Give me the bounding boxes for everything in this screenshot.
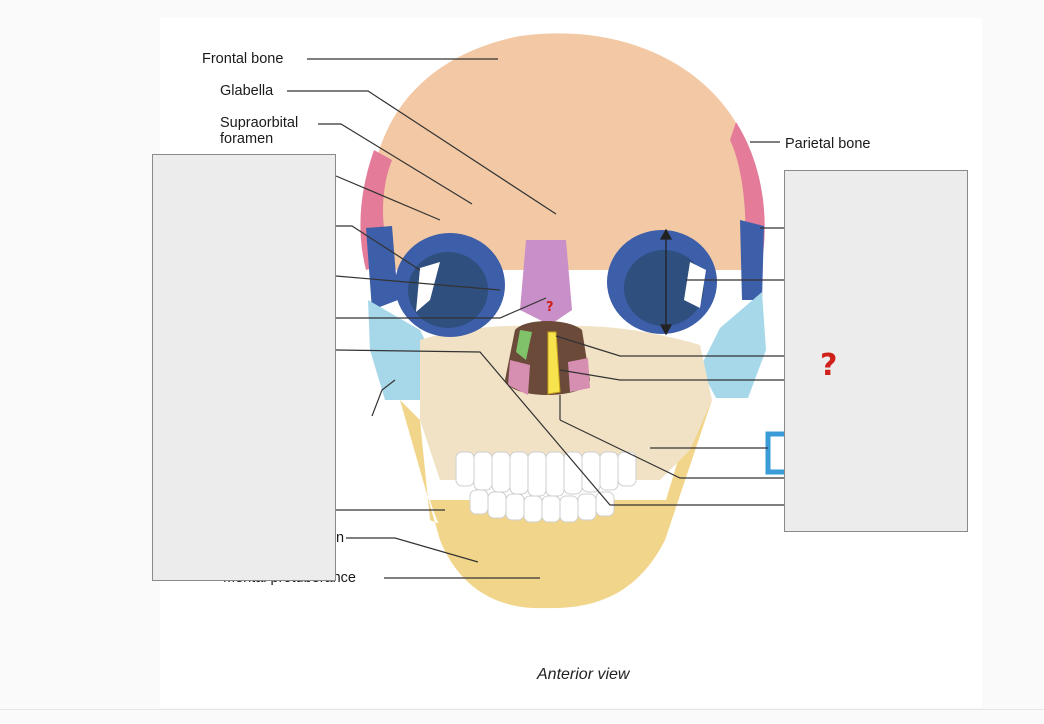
small-question-mark: ? (546, 300, 554, 315)
maxilla-shape (420, 325, 712, 480)
inferior-concha-left (508, 360, 530, 395)
lower-teeth (469, 489, 615, 523)
left-answer-box[interactable] (152, 154, 336, 581)
inferior-concha-right (568, 358, 590, 392)
glabella-label: Glabella (220, 83, 274, 99)
leader-lines (287, 58, 784, 579)
mental-foramen-label: n (336, 530, 345, 546)
large-question-mark: ? (820, 348, 838, 383)
parietal-bone-label: Parietal bone (785, 136, 871, 152)
figure-caption: Anterior view (537, 666, 630, 683)
right-bracket-lower-icon (765, 431, 784, 475)
supraorbital-foramen-label: Supraorbital foramen (220, 115, 299, 147)
sphenoid-left-shape (366, 226, 398, 310)
frontal-bone-shape (369, 33, 760, 271)
mandible-body-shape (430, 500, 668, 600)
upper-teeth (455, 451, 637, 497)
zygomatic-right-shape (700, 292, 766, 398)
right-orbit-inner (624, 250, 704, 326)
sphenoid-right-shape (740, 220, 764, 300)
ethmoid-green-left (516, 330, 532, 360)
left-orbit-fissure (416, 262, 440, 312)
bottom-divider (0, 709, 1044, 710)
right-orbit-fissure (684, 262, 706, 308)
right-answer-box[interactable] (784, 170, 968, 532)
frontal-bone-label: Frontal bone (202, 51, 284, 67)
orbit-height-arrow (659, 228, 673, 336)
vomer-shape (547, 331, 561, 395)
